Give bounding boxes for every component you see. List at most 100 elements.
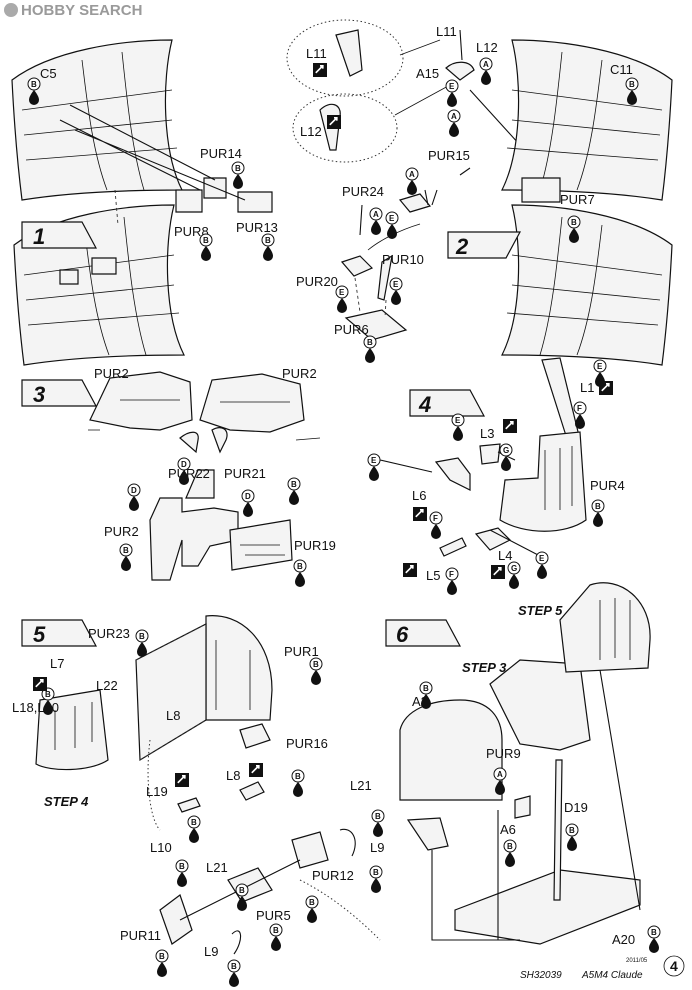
- paint-drop-icon: A: [369, 207, 383, 235]
- paint-drop-icon: B: [503, 839, 517, 867]
- footer-title: A5M4 Claude: [581, 970, 643, 981]
- paint-letter: E: [449, 82, 455, 91]
- step-number-6: 6: [396, 622, 409, 647]
- paint-letter: E: [455, 416, 461, 425]
- paint-drop-icon: E: [335, 285, 349, 313]
- sublabel-step5: STEP 5: [518, 603, 563, 618]
- paint-letter: B: [179, 862, 185, 871]
- paint-letter: B: [507, 842, 513, 851]
- paint-drop-icon: B: [625, 77, 639, 105]
- part-l11-detail: [335, 29, 363, 77]
- paint-letter: E: [539, 554, 545, 563]
- paint-letter: E: [389, 214, 395, 223]
- paint-letter: B: [629, 80, 635, 89]
- paint-drop-icon: B: [119, 543, 133, 571]
- part-l19: [177, 797, 201, 813]
- paint-drop-icon: E: [535, 551, 549, 579]
- part-label-pur20: PUR20: [296, 274, 338, 289]
- photoetch-bend-icon: [598, 380, 614, 396]
- footer-date: 2011/05: [626, 958, 648, 964]
- paint-letter: B: [273, 926, 279, 935]
- part-pur22: [185, 469, 215, 499]
- part-label-l10: L10: [150, 840, 172, 855]
- part-label-l9: L9: [370, 840, 384, 855]
- paint-letter: B: [313, 660, 319, 669]
- part-label-l5: L5: [426, 568, 440, 583]
- paint-letter: B: [265, 236, 271, 245]
- part-label-a20: A20: [612, 932, 635, 947]
- paint-drop-icon: B: [27, 77, 41, 105]
- photoetch-bend-icon: [502, 418, 518, 434]
- paint-letter: B: [31, 80, 37, 89]
- part-l8: [239, 781, 265, 801]
- paint-drop-icon: D: [177, 457, 191, 485]
- part-label-l12: L12: [300, 124, 322, 139]
- paint-drop-icon: B: [371, 809, 385, 837]
- step-number-4: 4: [418, 392, 431, 417]
- paint-letter: B: [239, 886, 245, 895]
- paint-letter: B: [423, 684, 429, 693]
- part-label-l1: L1: [580, 380, 594, 395]
- paint-drop-icon: B: [135, 629, 149, 657]
- paint-letter: B: [139, 632, 145, 641]
- step-5: 5: [21, 615, 381, 955]
- paint-letter: E: [371, 456, 377, 465]
- part-pur8: [175, 189, 203, 213]
- paint-letter: B: [309, 898, 315, 907]
- paint-drop-icon: B: [567, 215, 581, 243]
- paint-letter: B: [373, 868, 379, 877]
- part-label-pur23: PUR23: [88, 626, 130, 641]
- paint-letter: A: [373, 210, 379, 219]
- paint-drop-icon: F: [445, 567, 459, 595]
- part-label-pur14: PUR14: [200, 146, 242, 161]
- paint-drop-icon: A: [493, 767, 507, 795]
- photoetch-bend-icon: [312, 62, 328, 78]
- paint-drop-icon: E: [451, 413, 465, 441]
- step-3: 3: [21, 371, 321, 581]
- step-4-seat-assembly: [35, 689, 109, 771]
- part-label-d19: D19: [564, 800, 588, 815]
- paint-drop-icon: A: [447, 109, 461, 137]
- part-label-pur16: PUR16: [286, 736, 328, 751]
- paint-drop-icon: B: [235, 883, 249, 911]
- watermark: HOBBY SEARCH: [4, 2, 142, 19]
- part-pur2-right: [199, 373, 305, 433]
- photoetch-bend-icon: [32, 676, 48, 692]
- part-label-pur6: PUR6: [334, 322, 369, 337]
- part-label-pur8: PUR8: [174, 224, 209, 239]
- paint-letter: B: [123, 546, 129, 555]
- part-label-c5: C5: [40, 66, 57, 81]
- fuselage-panel-c5: [11, 39, 183, 201]
- part-label-c11: C11: [610, 62, 633, 77]
- part-pur10: [377, 254, 393, 301]
- part-pur11: [159, 894, 193, 945]
- paint-drop-icon: A: [405, 167, 419, 195]
- step-number-5: 5: [33, 622, 46, 647]
- paint-drop-icon: B: [287, 477, 301, 505]
- paint-letter: F: [433, 514, 438, 523]
- paint-letter: A: [409, 170, 415, 179]
- part-label-pur5: PUR5: [256, 908, 291, 923]
- part-pur13: [237, 191, 273, 213]
- paint-drop-icon: B: [591, 499, 605, 527]
- footer-code: SH32039: [520, 970, 562, 981]
- paint-letter: B: [45, 690, 51, 699]
- sublabel-step4: STEP 4: [44, 794, 89, 809]
- paint-drop-icon: B: [419, 681, 433, 709]
- paint-drop-icon: B: [175, 859, 189, 887]
- paint-drop-icon: E: [593, 359, 607, 387]
- part-label-pur4: PUR4: [590, 478, 625, 493]
- part-label-l12: L12: [476, 40, 498, 55]
- part-label-l3: L3: [480, 426, 494, 441]
- paint-letter: A: [483, 60, 489, 69]
- part-label-l4: L4: [498, 548, 512, 563]
- paint-drop-icon: E: [385, 211, 399, 239]
- paint-letter: E: [339, 288, 345, 297]
- sublabel-step3: STEP 3: [462, 660, 507, 675]
- part-label-pur13: PUR13: [236, 220, 278, 235]
- paint-drop-icon: B: [199, 233, 213, 261]
- part-l3: [479, 443, 501, 465]
- paint-letter: A: [497, 770, 503, 779]
- part-pur24: [398, 193, 432, 213]
